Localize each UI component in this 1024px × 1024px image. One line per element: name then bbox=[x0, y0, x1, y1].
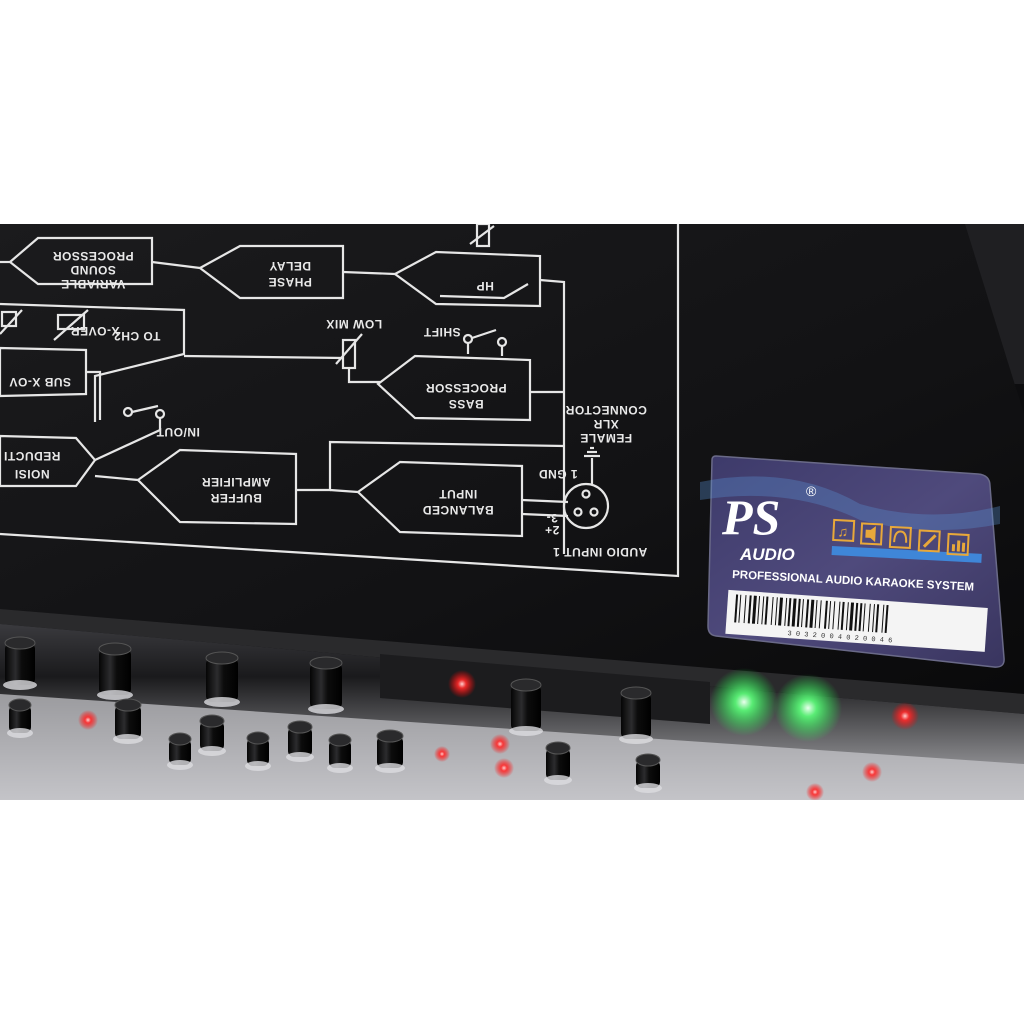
label-amplifier: AMPLIFIER bbox=[201, 475, 270, 489]
label-reducti: REDUCTI bbox=[4, 449, 61, 463]
label-input: INPUT bbox=[439, 487, 478, 501]
label-sound: SOUND bbox=[70, 263, 116, 277]
knob-3[interactable] bbox=[204, 651, 240, 707]
red-led-9 bbox=[78, 710, 98, 730]
knob-10[interactable] bbox=[375, 729, 405, 773]
label-shift: SHIFT bbox=[423, 325, 460, 339]
label-connector: CONNECTOR bbox=[565, 403, 647, 417]
knob-14[interactable] bbox=[634, 753, 662, 793]
label-buffer: BUFFER bbox=[210, 491, 262, 505]
label-variable: VARIABLE bbox=[61, 277, 125, 291]
red-led-8 bbox=[806, 783, 824, 800]
microphone-icon bbox=[917, 529, 941, 553]
label-processor-1: PROCESSOR bbox=[52, 249, 133, 263]
speaker-icon bbox=[859, 522, 884, 546]
label-to-ch2: TO CH2 bbox=[114, 329, 161, 343]
knob-9[interactable] bbox=[327, 733, 353, 773]
brand-logo: PS bbox=[721, 489, 780, 545]
music-icon bbox=[832, 518, 856, 543]
green-led-2 bbox=[774, 674, 842, 742]
label-noisi: NOISI bbox=[14, 467, 49, 481]
knob-1[interactable] bbox=[3, 636, 37, 690]
knob-15[interactable] bbox=[167, 732, 193, 770]
xlr-connector-icon bbox=[562, 482, 610, 530]
knob-13[interactable] bbox=[619, 686, 653, 744]
label-xlr: XLR bbox=[593, 417, 619, 431]
label-balanced: BALANCED bbox=[422, 503, 493, 517]
label-hp: HP bbox=[476, 279, 494, 293]
label-sub-x-over: SUB X-OV bbox=[9, 375, 71, 389]
label-low-mix: LOW MIX bbox=[326, 317, 382, 331]
equalizer-icon bbox=[946, 532, 970, 557]
brand-sticker: PS ® AUDIO ♫ PROFESSIONAL AUDIO KARAOKE … bbox=[700, 455, 1005, 668]
label-phase: PHASE bbox=[268, 275, 312, 289]
knob-6[interactable] bbox=[198, 714, 226, 756]
knob-7[interactable] bbox=[245, 731, 271, 771]
label-delay: DELAY bbox=[269, 259, 311, 273]
label-processor-2: PROCESSOR bbox=[425, 381, 506, 395]
svg-text:♫: ♫ bbox=[837, 523, 848, 540]
label-bass: BASS bbox=[448, 397, 483, 411]
green-led-1 bbox=[710, 668, 778, 736]
red-led-6 bbox=[494, 758, 514, 778]
label-x-over: X-OVER bbox=[70, 324, 119, 338]
knob-11[interactable] bbox=[509, 678, 543, 736]
label-audio-input: AUDIO INPUT 1 bbox=[553, 545, 648, 559]
label-gnd: 1 GND bbox=[538, 467, 577, 481]
knob-16[interactable] bbox=[7, 698, 33, 738]
registered-mark: ® bbox=[806, 483, 817, 499]
red-led-7 bbox=[862, 762, 882, 782]
knob-2[interactable] bbox=[97, 642, 133, 700]
label-in-out: IN/OUT bbox=[156, 425, 200, 439]
knob-12[interactable] bbox=[544, 741, 572, 785]
label-pin2: 2+ bbox=[545, 523, 560, 537]
red-led-10 bbox=[434, 746, 450, 762]
label-female: FEMALE bbox=[580, 431, 632, 445]
knob-8[interactable] bbox=[286, 720, 314, 762]
brand-sub: AUDIO bbox=[739, 545, 795, 564]
knob-4[interactable] bbox=[308, 656, 344, 714]
red-led-4 bbox=[891, 702, 919, 730]
amplifier-photo: PROCESSOR SOUND VARIABLE DELAY PHASE HP … bbox=[0, 224, 1024, 800]
headphones-icon bbox=[888, 525, 912, 550]
red-led-3 bbox=[448, 670, 476, 698]
red-led-5 bbox=[490, 734, 510, 754]
label-pin3: 3- bbox=[546, 511, 558, 525]
knob-5[interactable] bbox=[113, 698, 143, 744]
